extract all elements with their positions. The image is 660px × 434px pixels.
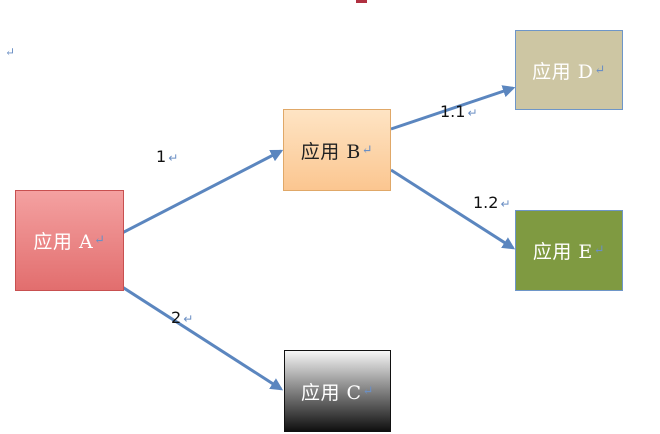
return-mark-icon: ↵ [168, 151, 179, 165]
node-app-e-label: 应用 E [532, 241, 593, 263]
return-mark-icon: ↵ [361, 142, 374, 158]
return-mark-icon: ↵ [593, 243, 606, 258]
node-app-e: 应用 E ↵ [515, 210, 623, 291]
return-mark-icon: ↵ [594, 62, 606, 78]
return-mark-icon: ↵ [467, 106, 478, 120]
edge-label-1-2-text: 1.2 [473, 193, 499, 212]
return-mark-icon: ↵ [94, 233, 106, 248]
edge-b-to-d [390, 85, 516, 131]
node-app-c: 应用 C ↵ [284, 350, 391, 432]
edge-a-to-b [121, 149, 284, 235]
node-app-a: 应用 A ↵ [15, 190, 124, 291]
edge-label-1-2: 1.2↵ [473, 194, 511, 213]
edge-label-1-text: 1 [156, 147, 167, 166]
node-app-d: 应用 D ↵ [515, 30, 623, 110]
paragraph-mark-icon: ↵ [5, 45, 16, 59]
node-app-b-label: 应用 B [300, 140, 361, 163]
edge-label-2: 2↵ [171, 309, 193, 328]
return-mark-icon: ↵ [362, 383, 374, 399]
edge-label-1: 1↵ [156, 148, 178, 167]
return-mark-icon: ↵ [183, 312, 194, 326]
edge-label-1-1-text: 1.1 [440, 102, 466, 121]
edge-a-to-c [115, 281, 284, 391]
node-app-c-label: 应用 C [301, 381, 362, 404]
node-app-a-label: 应用 A [33, 231, 94, 253]
node-app-d-label: 应用 D [532, 60, 594, 83]
return-mark-icon: ↵ [500, 197, 511, 211]
node-app-b: 应用 B ↵ [283, 109, 391, 191]
top-edge-mark [356, 0, 367, 3]
edge-label-2-text: 2 [171, 308, 182, 327]
edge-label-1-1: 1.1↵ [440, 103, 478, 122]
edge-b-to-e [390, 168, 516, 250]
